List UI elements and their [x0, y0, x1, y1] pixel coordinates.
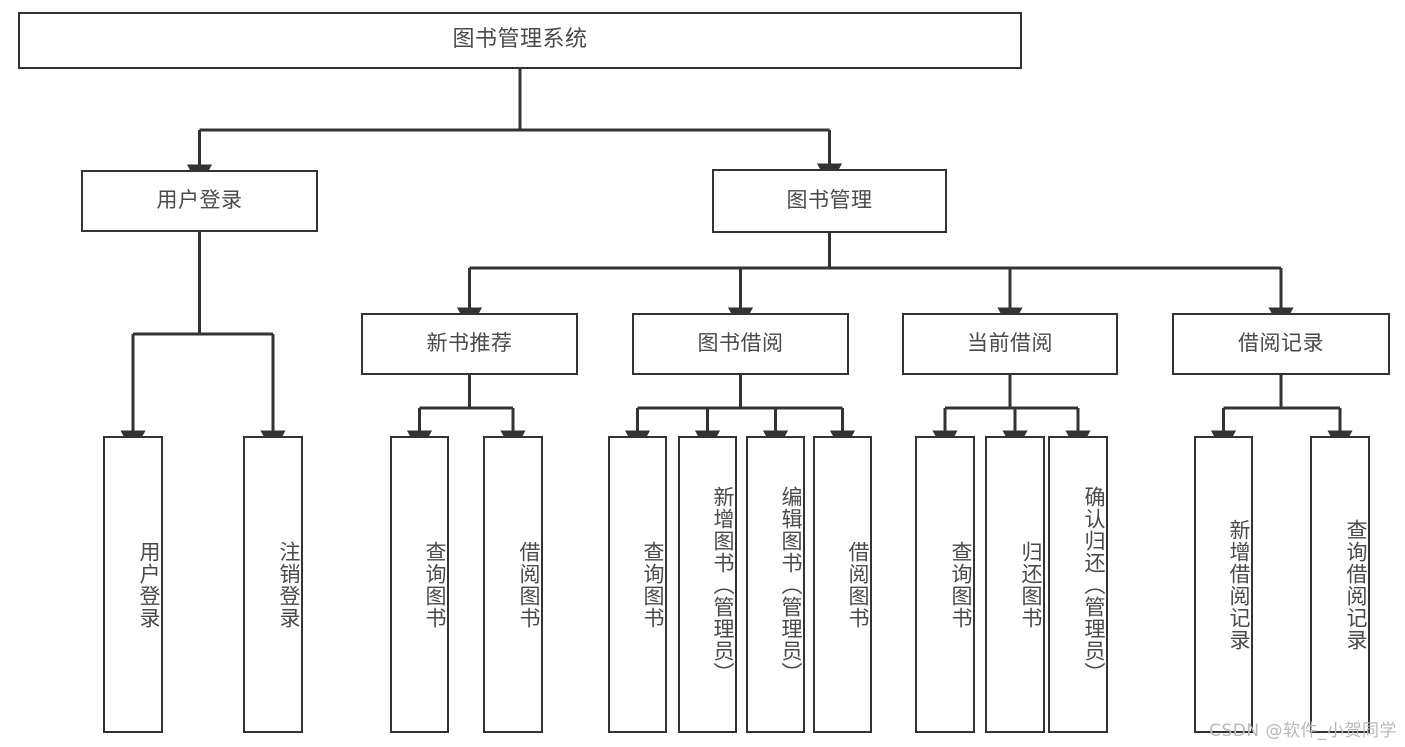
node-root[interactable]: 图书管理系统 — [18, 12, 1022, 69]
node-label-current-borrow: 当前借阅 — [967, 331, 1053, 356]
node-label-leaf-borrow-book-2: 借阅图书 — [846, 540, 870, 629]
node-label-book-borrow: 图书借阅 — [697, 331, 784, 356]
node-label-leaf-return-book: 归还图书 — [1019, 540, 1043, 629]
node-leaf-add-book[interactable]: 新增图书（管理员） — [678, 436, 737, 733]
node-label-leaf-borrow-book-1: 借阅图书 — [517, 540, 541, 629]
node-book-manage[interactable]: 图书管理 — [712, 169, 947, 233]
node-leaf-query-book-2[interactable]: 查询图书 — [608, 436, 667, 733]
node-leaf-edit-book[interactable]: 编辑图书（管理员） — [746, 436, 805, 733]
node-label-leaf-query-book-2: 查询图书 — [641, 540, 665, 629]
node-leaf-borrow-book-1[interactable]: 借阅图书 — [483, 436, 543, 733]
node-user-login[interactable]: 用户登录 — [81, 170, 318, 232]
node-book-borrow[interactable]: 图书借阅 — [632, 313, 849, 375]
node-leaf-return-book[interactable]: 归还图书 — [985, 436, 1045, 733]
node-label-leaf-user-logout: 注销登录 — [277, 540, 301, 629]
node-label-borrow-record: 借阅记录 — [1238, 331, 1324, 356]
node-leaf-add-record[interactable]: 新增借阅记录 — [1194, 436, 1253, 733]
node-label-leaf-query-book-3: 查询图书 — [949, 540, 973, 629]
node-leaf-confirm-return[interactable]: 确认归还（管理员） — [1048, 436, 1108, 733]
node-label-root: 图书管理系统 — [452, 27, 588, 53]
csdn-watermark: CSDN @软件_小贺同学 — [1209, 721, 1397, 741]
node-label-book-manage: 图书管理 — [786, 188, 873, 213]
node-leaf-user-logout[interactable]: 注销登录 — [243, 436, 303, 733]
node-label-user-login: 用户登录 — [156, 188, 243, 213]
node-label-leaf-edit-book: 编辑图书（管理员） — [779, 485, 803, 684]
node-label-leaf-add-record: 新增借阅记录 — [1227, 518, 1251, 651]
node-label-leaf-query-record: 查询借阅记录 — [1344, 518, 1368, 651]
node-leaf-query-book-3[interactable]: 查询图书 — [915, 436, 975, 733]
node-label-leaf-user-login: 用户登录 — [137, 540, 161, 629]
node-current-borrow[interactable]: 当前借阅 — [902, 313, 1118, 375]
node-label-leaf-query-book-1: 查询图书 — [423, 540, 447, 629]
node-leaf-query-book-1[interactable]: 查询图书 — [390, 436, 449, 733]
node-label-leaf-confirm-return: 确认归还（管理员） — [1082, 485, 1106, 684]
node-leaf-borrow-book-2[interactable]: 借阅图书 — [813, 436, 872, 733]
node-new-book-rec[interactable]: 新书推荐 — [361, 313, 578, 375]
node-label-leaf-add-book: 新增图书（管理员） — [711, 485, 735, 684]
node-leaf-query-record[interactable]: 查询借阅记录 — [1310, 436, 1370, 733]
node-borrow-record[interactable]: 借阅记录 — [1172, 313, 1390, 375]
node-leaf-user-login[interactable]: 用户登录 — [103, 436, 163, 733]
node-label-new-book-rec: 新书推荐 — [426, 331, 513, 356]
